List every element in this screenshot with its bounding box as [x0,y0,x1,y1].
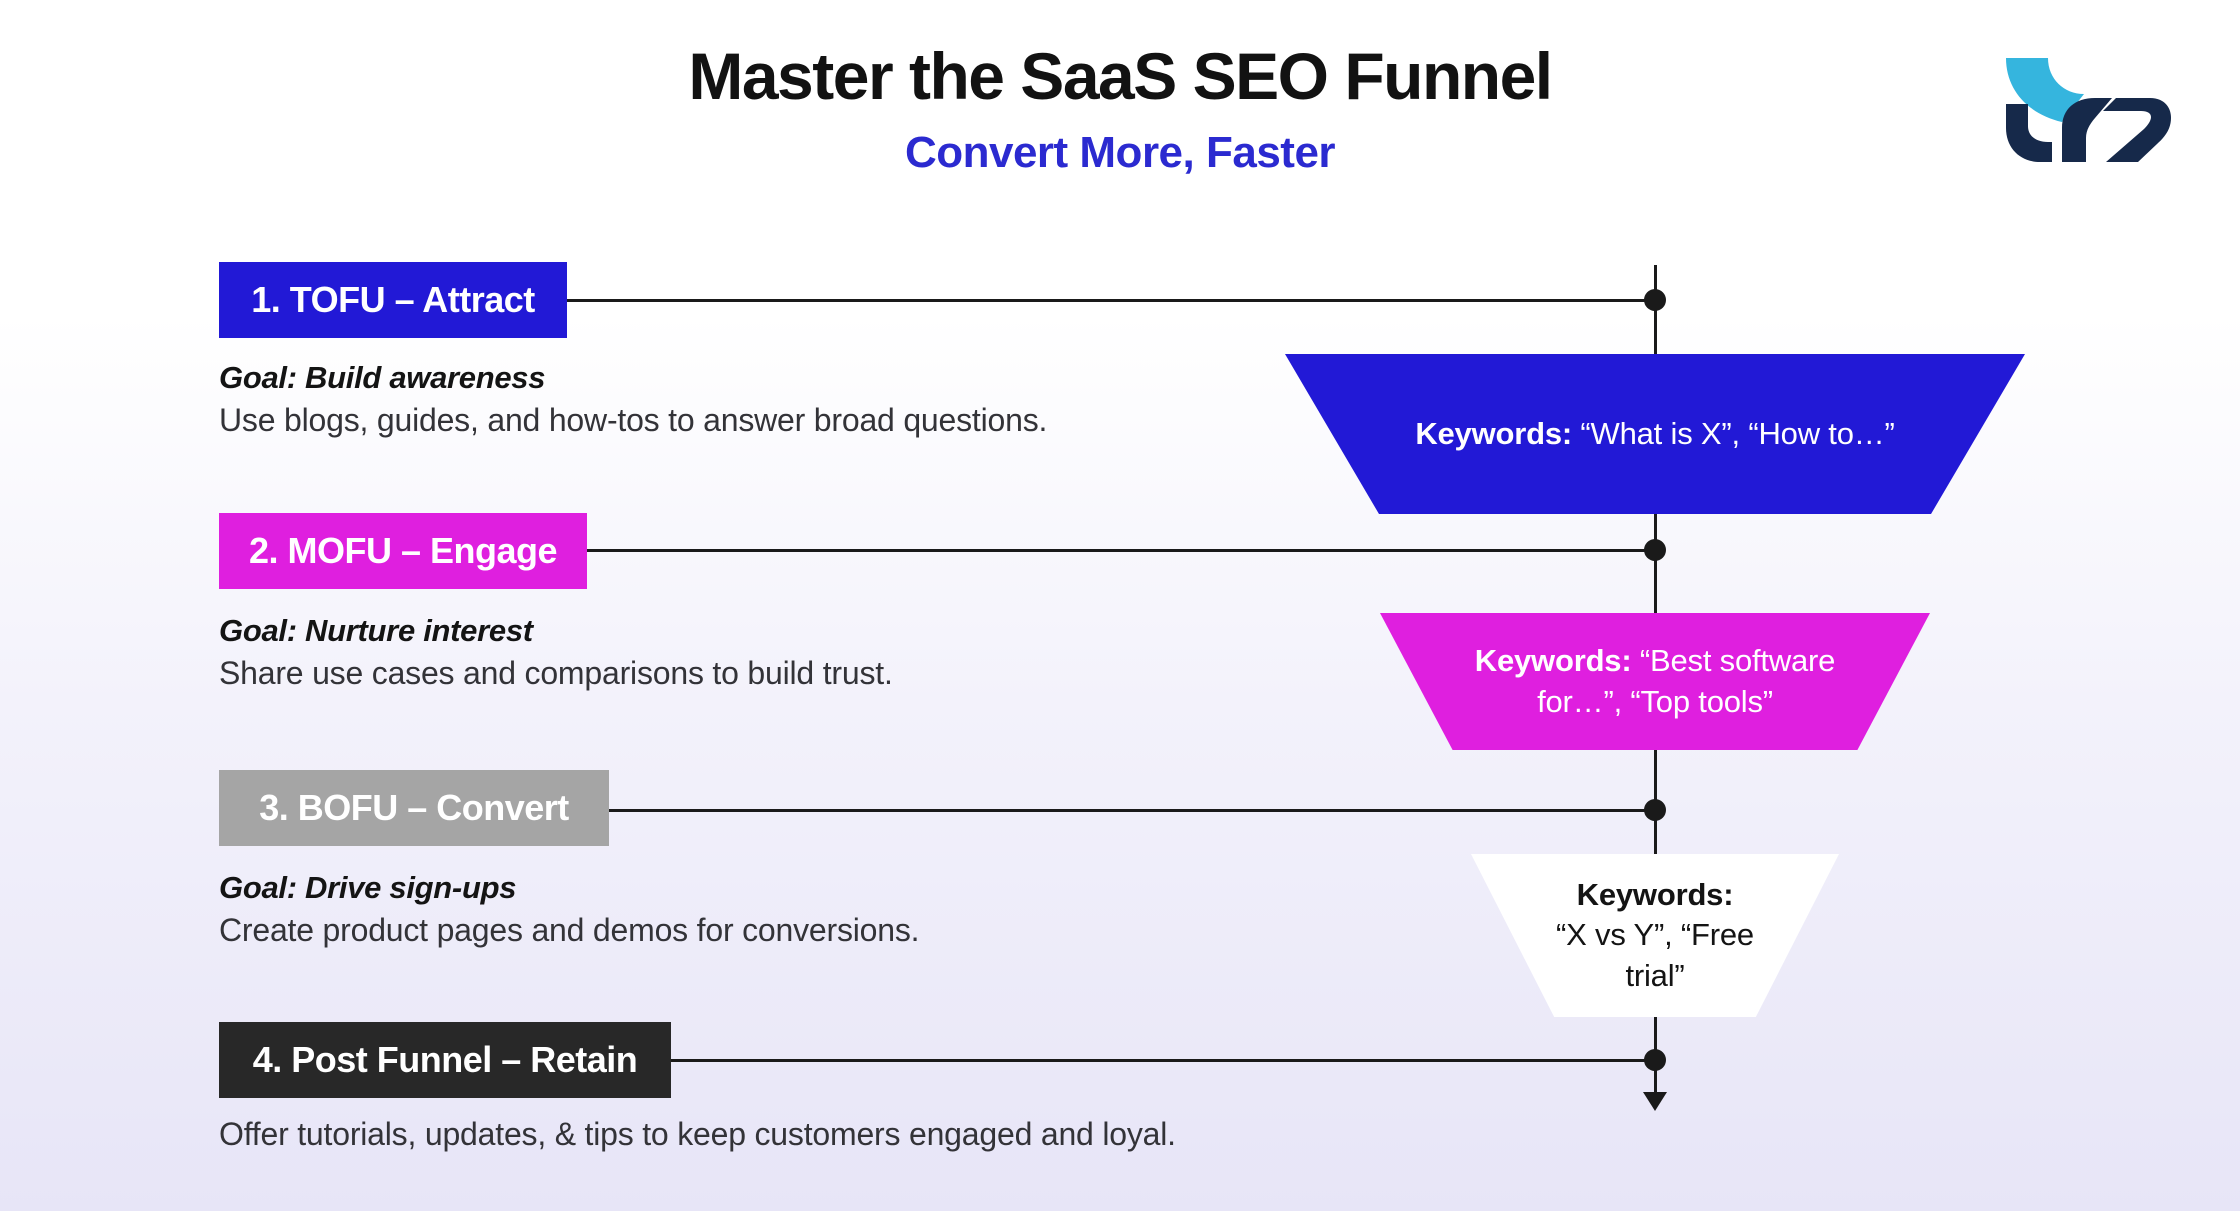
stage-3-keywords-prefix: Keywords: [1576,877,1734,913]
stage-1-label: 1. TOFU – Attract [219,262,567,338]
stage-2-keywords-text: Keywords: “Best software for…”, “Top too… [1435,641,1875,722]
stage-3-keywords-trapezoid: Keywords: “X vs Y”, “Free trial” [1471,854,1839,1017]
arrow-down-icon [1643,1092,1667,1111]
stage-2-keywords-trapezoid: Keywords: “Best software for…”, “Top too… [1380,613,1930,750]
stage-3-label-text: 3. BOFU – Convert [259,787,569,828]
stage-2-keywords-value: “Best software for…”, “Top tools” [1537,643,1836,719]
stage-3-keywords-text: Keywords: “X vs Y”, “Free trial” [1548,875,1763,996]
stage-1-keywords-prefix: Keywords: [1415,415,1572,451]
stage-1-goal: Goal: Build awareness [219,360,546,395]
stage-2-node-dot [1644,539,1666,561]
stage-3-description: Create product pages and demos for conve… [219,912,920,948]
stage-1-keywords-value: “What is X”, “How to…” [1580,415,1895,451]
stage-3-goal: Goal: Drive sign-ups [219,870,517,905]
stage-1-label-text: 1. TOFU – Attract [251,279,535,320]
stage-1-keywords-trapezoid: Keywords: “What is X”, “How to…” [1285,354,2025,514]
stage-2-connector-line [587,549,1654,552]
stage-4-label: 4. Post Funnel – Retain [219,1022,671,1098]
stage-1-connector-line [567,299,1654,302]
stage-2-keywords-prefix: Keywords: [1474,643,1632,679]
stage-3-keywords-value: “X vs Y”, “Free trial” [1556,917,1754,993]
stage-2-goal: Goal: Nurture interest [219,613,533,648]
stage-4-connector-line [671,1059,1654,1062]
stage-3-node-dot [1644,799,1666,821]
stage-2-description: Share use cases and comparisons to build… [219,655,893,691]
stage-1-node-dot [1644,289,1666,311]
stage-4-node-dot [1644,1049,1666,1071]
stage-4-label-text: 4. Post Funnel – Retain [252,1039,638,1080]
page-title: Master the SaaS SEO Funnel [688,39,1553,113]
stage-4-description: Offer tutorials, updates, & tips to keep… [219,1116,1176,1152]
stage-1-keywords-text: Keywords: “What is X”, “How to…” [1415,414,1895,454]
page-subtitle: Convert More, Faster [904,128,1336,177]
stage-2-label-text: 2. MOFU – Engage [248,530,558,571]
stage-2-label: 2. MOFU – Engage [219,513,587,589]
stage-3-label: 3. BOFU – Convert [219,770,609,846]
stage-3-connector-line [609,809,1654,812]
stage-1-description: Use blogs, guides, and how-tos to answer… [219,402,1048,438]
tro-logo-icon [2006,58,2171,162]
